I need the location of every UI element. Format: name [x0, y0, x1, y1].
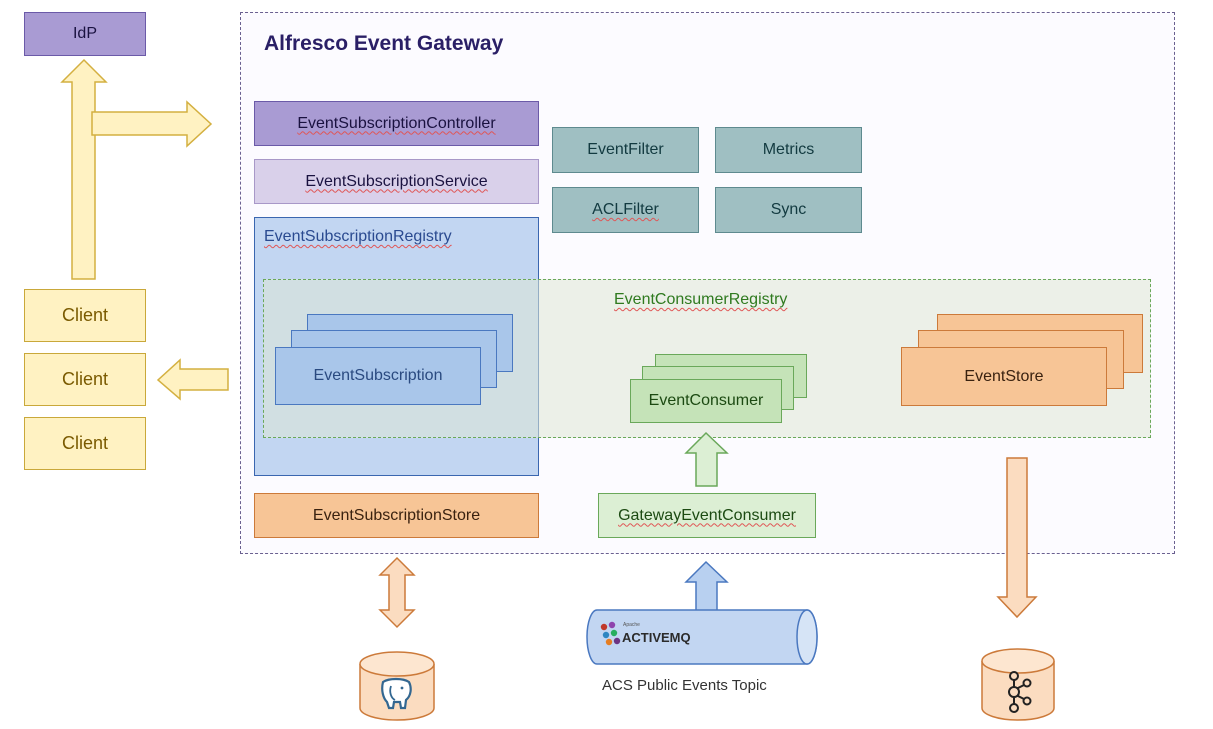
idp-label: IdP — [72, 25, 97, 42]
event-consumer-box[interactable]: EventConsumer — [630, 379, 782, 423]
event-filter-box[interactable]: EventFilter — [552, 127, 699, 173]
sync-box[interactable]: Sync — [715, 187, 862, 233]
activemq-to-gateway-arrow — [684, 560, 729, 617]
activemq-small-text: Apache — [623, 622, 640, 628]
gateway-event-consumer-box[interactable]: GatewayEventConsumer — [598, 493, 816, 538]
consumer-registry-label: EventConsumerRegistry — [614, 291, 788, 308]
client-box-3[interactable]: Client — [24, 417, 146, 470]
topic-caption: ACS Public Events Topic — [602, 677, 767, 694]
client-to-idp-arrow — [60, 58, 108, 280]
sync-label: Sync — [770, 201, 807, 218]
metrics-box[interactable]: Metrics — [715, 127, 862, 173]
subscription-service-label: EventSubscriptionService — [305, 172, 488, 190]
postgres-cylinder — [359, 651, 435, 721]
acl-filter-box[interactable]: ACLFilter — [552, 187, 699, 233]
event-consumer-label: EventConsumer — [648, 392, 764, 409]
activemq-logo-icon — [600, 621, 621, 646]
subscription-controller-box[interactable]: EventSubscriptionController — [254, 101, 539, 146]
store-postgres-arrow — [378, 556, 416, 629]
client-label: Client — [61, 433, 109, 453]
subscription-service-box[interactable]: EventSubscriptionService — [254, 159, 539, 204]
client-label: Client — [61, 369, 109, 389]
store-to-kafka-arrow — [996, 457, 1038, 619]
idp-box[interactable]: IdP — [24, 12, 146, 56]
gateway-title: Alfresco Event Gateway — [264, 32, 504, 55]
to-gateway-arrow — [91, 100, 213, 148]
gateway-to-consumer-arrow — [684, 431, 729, 487]
postgresql-elephant-icon — [381, 677, 412, 710]
client-box-2[interactable]: Client — [24, 353, 146, 406]
subscription-registry-label: EventSubscriptionRegistry — [264, 228, 452, 245]
metrics-label: Metrics — [762, 141, 815, 158]
client-box-1[interactable]: Client — [24, 289, 146, 342]
event-subscription-box[interactable]: EventSubscription — [275, 347, 481, 405]
kafka-icon — [1008, 671, 1032, 713]
activemq-topic-cylinder — [586, 609, 818, 665]
gateway-event-consumer-label: GatewayEventConsumer — [618, 506, 796, 524]
activemq-brand-text: ACTIVEMQ — [622, 630, 691, 645]
event-store-label: EventStore — [964, 367, 1044, 385]
event-store-box[interactable]: EventStore — [901, 347, 1107, 406]
event-subscription-label: EventSubscription — [313, 367, 443, 384]
client-label: Client — [61, 305, 109, 325]
subscription-store-label: EventSubscriptionStore — [312, 506, 481, 524]
event-filter-label: EventFilter — [587, 141, 664, 158]
to-clients-arrow — [156, 358, 229, 401]
acl-filter-label: ACLFilter — [592, 201, 659, 218]
subscription-controller-label: EventSubscriptionController — [297, 114, 496, 132]
subscription-store-box[interactable]: EventSubscriptionStore — [254, 493, 539, 538]
